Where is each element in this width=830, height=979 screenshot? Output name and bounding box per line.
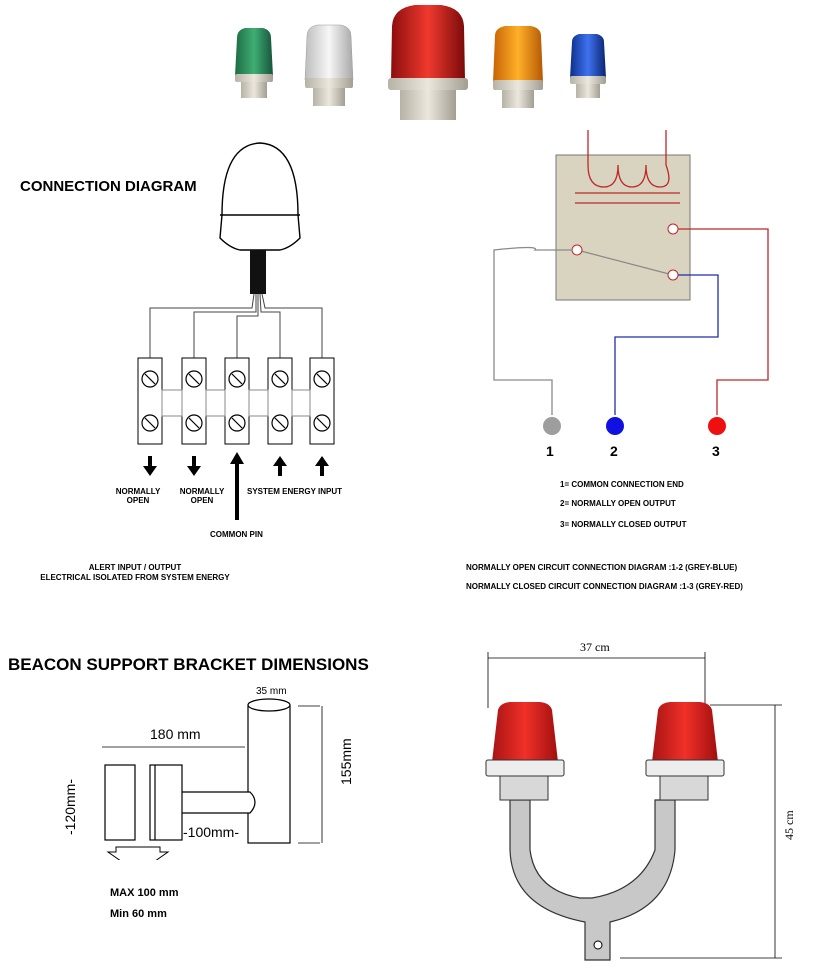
footer-isolated: ELECTRICAL ISOLATED FROM SYSTEM ENERGY bbox=[40, 573, 230, 582]
beacon-outline-icon bbox=[219, 142, 301, 251]
clear-beacon bbox=[304, 24, 354, 106]
label-system-energy-input: SYSTEM ENERGY INPUT bbox=[247, 487, 342, 496]
max-100mm: MAX 100 mm bbox=[110, 887, 179, 899]
red-wire bbox=[678, 228, 769, 415]
wires bbox=[149, 293, 323, 360]
relay-no-contact bbox=[667, 269, 679, 281]
legend-2: 2= NORMALLY OPEN OUTPUT bbox=[560, 499, 676, 508]
relay-switch-arm bbox=[576, 249, 674, 276]
legend-3: 3= NORMALLY CLOSED OUTPUT bbox=[560, 520, 687, 529]
relay-common-contact bbox=[571, 244, 583, 256]
cable bbox=[250, 250, 266, 294]
direction-arrow-icon bbox=[106, 846, 170, 860]
terminal-2-label: 2 bbox=[610, 443, 618, 459]
dim-120mm: -120mm- bbox=[62, 778, 78, 835]
dim-100mm: -100mm- bbox=[183, 824, 240, 840]
relay-coil bbox=[575, 130, 680, 204]
dim-155mm: 155mm bbox=[338, 738, 354, 785]
dim-37cm: 37 cm bbox=[580, 640, 610, 654]
terminal-arrows bbox=[143, 452, 329, 520]
bracket-title: BEACON SUPPORT BRACKET DIMENSIONS bbox=[8, 655, 369, 674]
label-common-pin: COMMON PIN bbox=[210, 530, 263, 539]
connection-diagram-title: CONNECTION DIAGRAM bbox=[20, 178, 197, 195]
terminal-block-diagram bbox=[137, 142, 335, 520]
dim-35mm: 35 mm bbox=[256, 686, 287, 697]
legend-1: 1= COMMON CONNECTION END bbox=[560, 480, 684, 489]
dim-45cm: 45 cm bbox=[782, 810, 796, 840]
red-beacon bbox=[388, 5, 468, 120]
label-normally-open-2: NORMALLY OPEN bbox=[179, 487, 225, 505]
blue-wire bbox=[614, 274, 719, 415]
blue-beacon bbox=[570, 34, 606, 98]
double-beacon-drawing bbox=[485, 652, 782, 961]
bracket-drawing bbox=[102, 698, 323, 860]
terminal-1-label: 1 bbox=[546, 443, 554, 459]
terminal-blocks bbox=[137, 357, 335, 445]
min-60mm: Min 60 mm bbox=[110, 908, 167, 920]
terminal-3-label: 3 bbox=[712, 443, 720, 459]
footer-alert-io: ALERT INPUT / OUTPUT bbox=[88, 563, 182, 572]
note-normally-closed: NORMALLY CLOSED CIRCUIT CONNECTION DIAGR… bbox=[466, 582, 743, 591]
beacon-product-row bbox=[235, 5, 606, 120]
amber-beacon bbox=[493, 26, 543, 108]
relay-nc-contact bbox=[667, 223, 679, 235]
terminal-2-dot bbox=[606, 417, 624, 435]
relay-diagram bbox=[493, 130, 769, 435]
label-normally-open-1: NORMALLY OPEN bbox=[115, 487, 161, 505]
note-normally-open: NORMALLY OPEN CIRCUIT CONNECTION DIAGRAM… bbox=[466, 563, 738, 572]
green-beacon bbox=[235, 28, 273, 98]
grey-wire bbox=[493, 246, 572, 415]
terminal-1-dot bbox=[543, 417, 561, 435]
terminal-3-dot bbox=[708, 417, 726, 435]
dim-180mm: 180 mm bbox=[150, 726, 201, 742]
